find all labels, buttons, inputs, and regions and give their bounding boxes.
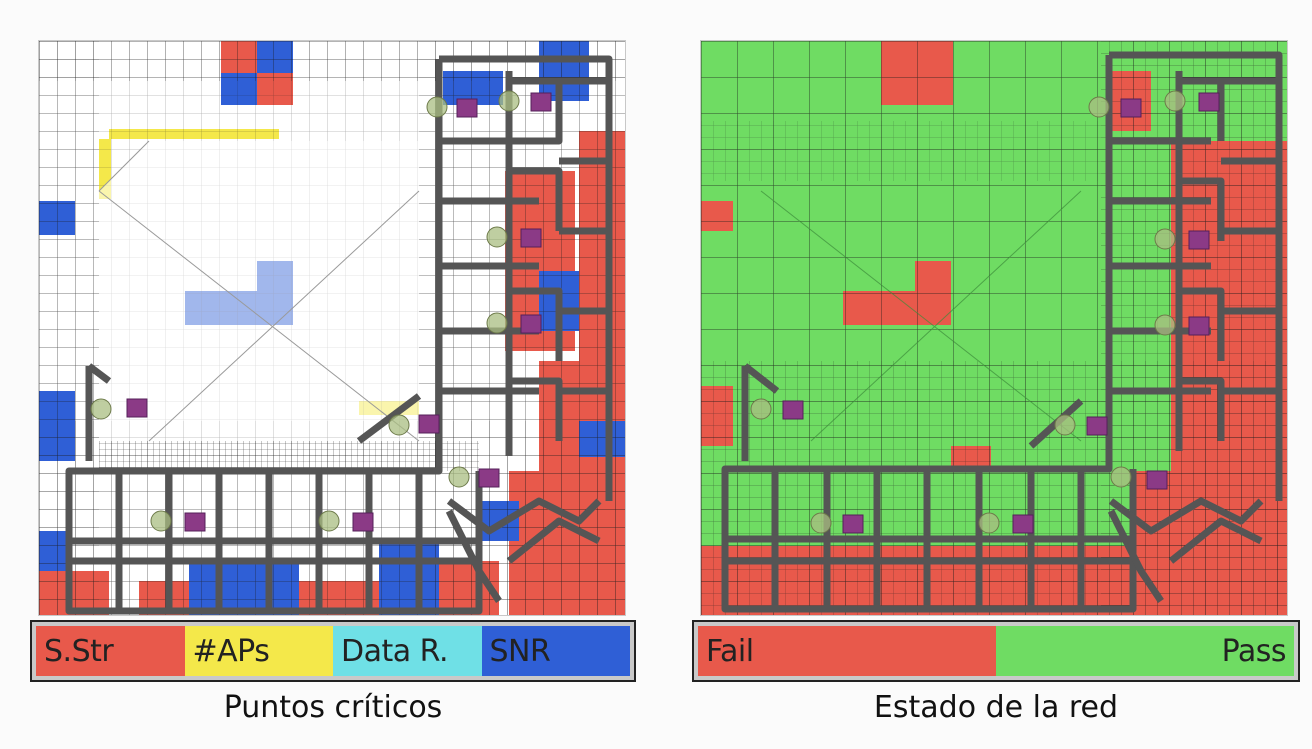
network-status-map: [700, 40, 1288, 616]
legend-item-aps: #APs: [184, 626, 333, 676]
legend-item-pass: Pass: [996, 626, 1294, 676]
access-points: [90, 90, 552, 532]
network-status-floorplan: [701, 41, 1287, 615]
critical-points-floorplan: [39, 41, 625, 615]
diagonal-lines-2: [760, 190, 1082, 442]
critical-points-map: [38, 40, 626, 616]
legend-item-fail: Fail: [698, 626, 996, 676]
legend-item-data-r: Data R.: [333, 626, 482, 676]
legend-item-s-str: S.Str: [36, 626, 185, 676]
diagonal-lines: [98, 140, 420, 442]
network-status-caption: Estado de la red: [873, 690, 1119, 725]
walls: [65, 55, 613, 615]
legend-item-snr: SNR: [481, 626, 630, 676]
access-points-2: [750, 90, 1220, 534]
critical-points-caption: Puntos críticos: [223, 690, 443, 725]
